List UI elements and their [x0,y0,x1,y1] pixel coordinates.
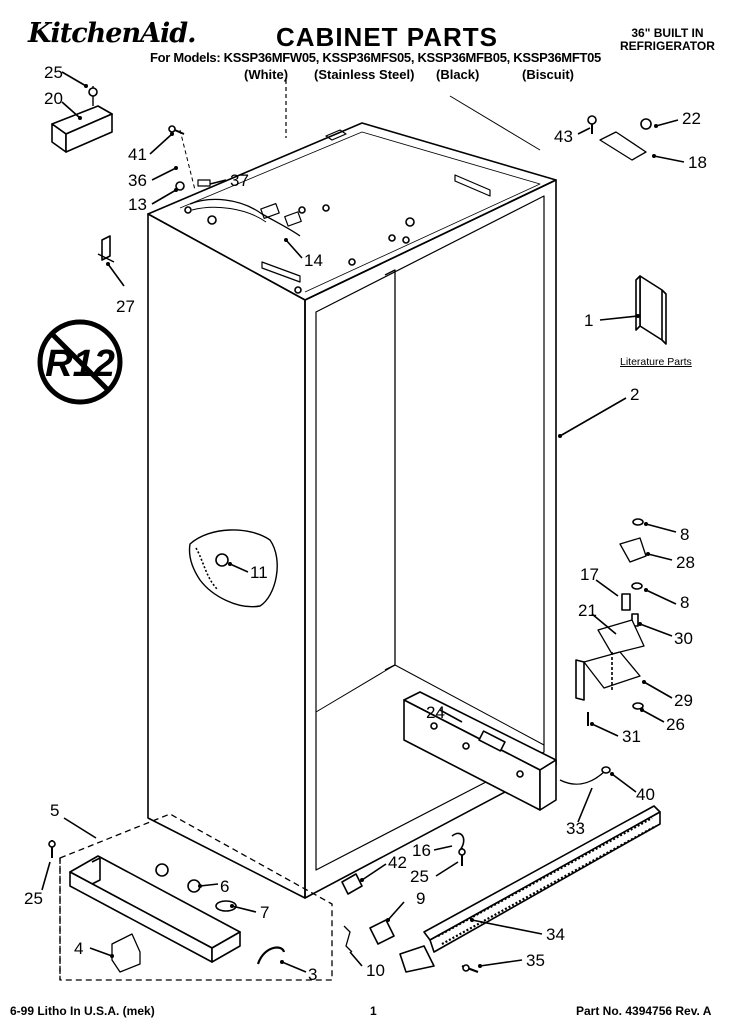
callout-7: 7 [260,903,269,922]
callout-34: 34 [546,925,565,944]
callout-25-center: 25 [410,867,429,886]
callout-13: 13 [128,195,147,214]
callout-25-left: 25 [24,889,43,908]
footer-page-number: 1 [370,1004,377,1018]
callout-14: 14 [304,251,323,270]
callout-21: 21 [578,601,597,620]
callout-6: 6 [220,877,229,896]
callout-10: 10 [366,961,385,980]
callout-30: 30 [674,629,693,648]
callout-35: 35 [526,951,545,970]
callout-11: 11 [250,563,268,582]
callout-1: 1 [584,311,593,330]
callout-2: 2 [630,385,639,404]
callout-17: 17 [580,565,599,584]
callout-29: 29 [674,691,693,710]
model-list: For Models: KSSP36MFW05, KSSP36MFS05, KS… [150,50,601,65]
subtitle-line-1: 36" BUILT IN [631,26,704,40]
page-title: CABINET PARTS [276,22,498,52]
brand-logo: KitchenAid. [28,18,197,49]
footer-part-number: Part No. 4394756 Rev. A [576,1004,712,1018]
callout-25-top: 25 [44,63,63,82]
callout-40: 40 [636,785,655,804]
callout-31: 31 [622,727,641,746]
callout-5: 5 [50,801,59,820]
callout-22: 22 [682,109,701,128]
callout-3: 3 [308,965,317,984]
callout-41: 41 [128,145,147,164]
callout-42: 42 [388,853,407,872]
callout-37: 37 [230,171,249,190]
callout-8-upper: 8 [680,525,689,544]
callout-26: 26 [666,715,685,734]
callout-8-lower: 8 [680,593,689,612]
finish-stainless: (Stainless Steel) [314,67,415,82]
product-subtitle: 36" BUILT IN REFRIGERATOR [620,27,715,53]
callout-20: 20 [44,89,63,108]
callout-27: 27 [116,297,135,316]
footer-litho: 6-99 Litho In U.S.A. (mek) [10,1004,155,1018]
no-r12-mark: R12 [45,343,115,385]
callout-18: 18 [688,153,707,172]
literature-parts-label: Literature Parts [620,356,692,368]
callout-43: 43 [554,127,573,146]
callout-9: 9 [416,889,425,908]
finish-white: (White) [244,67,289,82]
callout-16: 16 [412,841,431,860]
finish-black: (Black) [436,67,480,82]
subtitle-line-2: REFRIGERATOR [620,39,715,53]
callout-33: 33 [566,819,585,838]
callout-36: 36 [128,171,147,190]
callout-4: 4 [74,939,83,958]
callout-28: 28 [676,553,695,572]
callout-24: 24 [426,703,445,722]
finish-biscuit: (Biscuit) [522,67,574,82]
